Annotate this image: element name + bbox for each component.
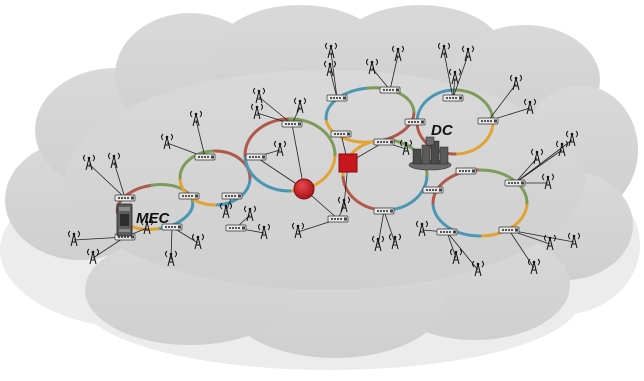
switch-nodes xyxy=(114,86,526,241)
antenna-link xyxy=(195,119,206,158)
network-switch-icon xyxy=(326,94,348,102)
network-switch-icon xyxy=(245,153,267,161)
core-switch-icon xyxy=(338,153,358,173)
antenna-link xyxy=(371,67,391,91)
cell-tower-icon xyxy=(542,173,554,190)
antenna-link xyxy=(452,54,469,99)
cell-tower-icon xyxy=(462,45,474,62)
antenna-link xyxy=(258,96,293,125)
cell-tower-icon xyxy=(372,235,384,252)
antenna-link xyxy=(443,51,454,99)
cell-tower-icon xyxy=(472,260,484,277)
cell-tower-icon xyxy=(68,230,80,247)
cell-tower-icon xyxy=(449,68,461,85)
core-router-icon xyxy=(293,178,315,200)
antenna-link xyxy=(508,229,575,243)
network-switch-icon xyxy=(504,179,526,187)
cell-tower-icon xyxy=(292,222,304,239)
cell-tower-icon xyxy=(338,196,350,213)
network-switch-icon xyxy=(114,194,136,202)
cell-tower-icon xyxy=(544,234,556,251)
antenna-link xyxy=(508,229,535,269)
antenna-link xyxy=(389,54,399,91)
antenna-link xyxy=(446,231,457,259)
cell-tower-icon xyxy=(510,74,522,91)
cell-tower-icon xyxy=(325,42,337,59)
antenna-link xyxy=(487,83,517,122)
network-switch-icon xyxy=(281,120,303,128)
antenna-link xyxy=(92,236,126,259)
network-switch-icon xyxy=(221,192,243,200)
datacenter-icon xyxy=(408,136,452,171)
cell-towers xyxy=(68,42,580,277)
network-switch-icon xyxy=(404,118,426,126)
network-switch-icon xyxy=(477,117,499,125)
cell-tower-icon xyxy=(220,202,232,219)
cell-tower-icon xyxy=(556,140,568,157)
cell-tower-icon xyxy=(528,258,540,275)
core-link xyxy=(291,123,305,190)
antenna-link xyxy=(383,210,396,244)
cell-tower-icon xyxy=(568,232,580,249)
cell-tower-icon xyxy=(87,248,99,265)
network-switch-icon xyxy=(161,223,183,231)
mec-label: MEC xyxy=(136,210,171,227)
cell-tower-icon xyxy=(324,60,336,77)
network-switch-icon xyxy=(225,224,247,232)
network-switch-icon xyxy=(178,192,200,200)
network-switch-icon xyxy=(373,138,395,146)
cell-tower-icon xyxy=(566,130,578,147)
cell-tower-icon xyxy=(253,87,265,104)
cell-tower-icon xyxy=(438,42,450,59)
network-switch-icon xyxy=(455,167,477,175)
cell-tower-icon xyxy=(244,205,256,222)
cell-tower-icon xyxy=(389,233,401,250)
network-switch-icon xyxy=(194,153,216,161)
antenna-link xyxy=(329,69,338,99)
server-rack-icon xyxy=(116,203,133,237)
cell-tower-icon xyxy=(400,139,412,156)
cell-tower-icon xyxy=(108,152,120,169)
dc-label: DC xyxy=(431,122,454,139)
antenna-link xyxy=(514,149,563,184)
cell-tower-icon xyxy=(274,140,286,157)
cell-tower-icon xyxy=(524,98,536,115)
cell-tower-icon xyxy=(450,248,462,265)
cell-tower-icon xyxy=(192,233,204,250)
network-switch-icon xyxy=(330,130,352,138)
network-switch-icon xyxy=(373,207,395,215)
cell-tower-icon xyxy=(258,223,270,240)
cell-tower-icon xyxy=(294,97,306,114)
antenna-link xyxy=(514,157,538,184)
cell-tower-icon xyxy=(392,45,404,62)
cell-tower-icon xyxy=(190,110,202,127)
antenna-link xyxy=(113,161,126,199)
network-switch-icon xyxy=(442,94,464,102)
antenna-link xyxy=(330,51,338,99)
cell-tower-icon xyxy=(531,148,543,165)
network-switch-icon xyxy=(498,226,520,234)
cell-tower-icon xyxy=(83,154,95,171)
network-switch-icon xyxy=(436,228,458,236)
antenna-link xyxy=(88,163,126,199)
cell-tower-icon xyxy=(416,220,428,237)
cell-tower-icon xyxy=(141,218,153,235)
network-switch-icon xyxy=(327,215,349,223)
cell-tower-icon xyxy=(366,58,378,75)
cell-tower-icon xyxy=(161,133,173,150)
cell-tower-icon xyxy=(165,250,177,267)
network-switch-icon xyxy=(379,86,401,94)
network-switch-icon xyxy=(422,186,444,194)
cell-tower-icon xyxy=(251,103,263,120)
